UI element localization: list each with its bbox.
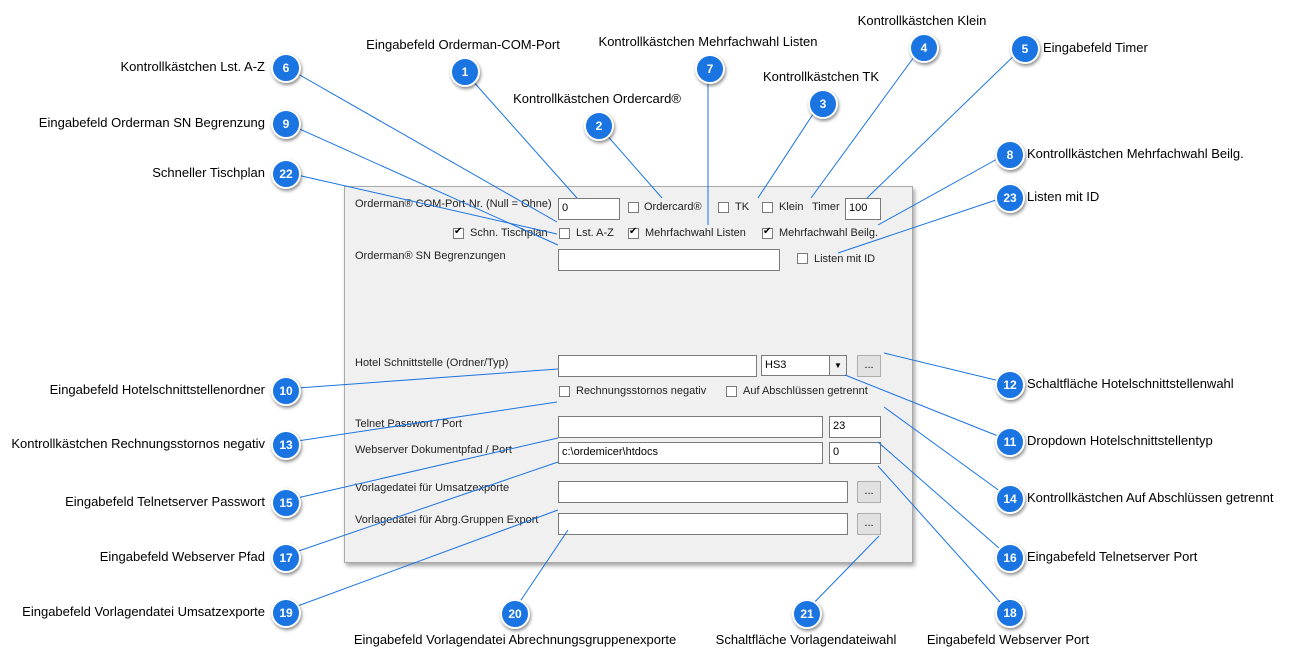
callout-badge-8: 8: [995, 140, 1025, 170]
klein-label: Klein: [779, 201, 804, 213]
abrg-label: Vorlagedatei für Abrg.Gruppen Export: [355, 514, 539, 526]
abrg-browse-button[interactable]: ...: [857, 513, 881, 535]
callout-caption-9: Eingabefeld Orderman SN Begrenzung: [38, 115, 265, 130]
settings-panel: Orderman® COM-Port-Nr. (Null = Ohne) 0 O…: [344, 186, 913, 563]
callout-caption-21: Schaltfläche Vorlagendateiwahl: [715, 632, 897, 647]
ordercard-label: Ordercard®: [644, 201, 702, 213]
klein-checkbox[interactable]: [762, 202, 773, 213]
callout-badge-10: 10: [271, 376, 301, 406]
webserver-path-input[interactable]: c:\ordemicer\htdocs: [558, 442, 823, 464]
callout-badge-23: 23: [995, 183, 1025, 213]
leader-line-1: [462, 69, 578, 199]
callout-badge-18: 18: [995, 598, 1025, 628]
callout-badge-1: 1: [450, 57, 480, 87]
schn-tischplan-label: Schn. Tischplan: [470, 227, 548, 239]
callout-badge-7: 7: [695, 54, 725, 84]
callout-badge-6: 6: [271, 53, 301, 83]
hotel-type-value: HS3: [765, 359, 787, 371]
callout-caption-20: Eingabefeld Vorlagendatei Abrechnungsgru…: [353, 632, 677, 647]
callout-caption-10: Eingabefeld Hotelschnittstellenordner: [49, 382, 265, 397]
mehrfachwahl-listen-label: Mehrfachwahl Listen: [645, 227, 746, 239]
timer-label: Timer: [812, 201, 840, 213]
com-port-label: Orderman® COM-Port-Nr. (Null = Ohne): [355, 198, 552, 210]
chevron-down-icon: ▼: [829, 356, 846, 375]
lst-az-checkbox[interactable]: [559, 228, 570, 239]
callout-badge-19: 19: [271, 598, 301, 628]
mehrfachwahl-listen-checkbox[interactable]: [628, 226, 639, 239]
umsatz-template-input[interactable]: [558, 481, 848, 503]
callout-caption-8: Kontrollkästchen Mehrfachwahl Beilg.: [1027, 146, 1244, 161]
callout-badge-15: 15: [271, 488, 301, 518]
callout-caption-11: Dropdown Hotelschnittstellentyp: [1027, 433, 1213, 448]
callout-badge-12: 12: [995, 370, 1025, 400]
callout-badge-9: 9: [271, 109, 301, 139]
webserver-label: Webserver Dokumentpfad / Port: [355, 444, 512, 456]
auf-abschluessen-label: Auf Abschlüssen getrennt: [743, 385, 868, 397]
webserver-port-input[interactable]: 0: [829, 442, 881, 464]
telnet-password-input[interactable]: [558, 416, 823, 438]
listen-mit-id-checkbox[interactable]: [797, 253, 808, 264]
callout-badge-2: 2: [584, 111, 614, 141]
callout-caption-5: Eingabefeld Timer: [1043, 40, 1148, 55]
callout-caption-22: Schneller Tischplan: [152, 165, 265, 180]
callout-caption-12: Schaltfläche Hotelschnittstellenwahl: [1027, 376, 1234, 391]
callout-caption-7: Kontrollkästchen Mehrfachwahl Listen: [598, 34, 818, 49]
callout-caption-4: Kontrollkästchen Klein: [857, 13, 987, 28]
callout-caption-6: Kontrollkästchen Lst. A-Z: [120, 59, 265, 74]
sn-begrenzungen-label: Orderman® SN Begrenzungen: [355, 250, 506, 262]
tk-checkbox[interactable]: [718, 202, 729, 213]
hotel-folder-input[interactable]: [558, 355, 757, 377]
sn-begrenzungen-input[interactable]: [558, 249, 780, 271]
schn-tischplan-checkbox[interactable]: [453, 226, 464, 239]
callout-badge-21: 21: [792, 599, 822, 629]
leader-line-3: [757, 101, 822, 199]
callout-caption-18: Eingabefeld Webserver Port: [926, 632, 1090, 647]
callout-caption-1: Eingabefeld Orderman-COM-Port: [366, 37, 560, 52]
telnet-label: Telnet Passwort / Port: [355, 418, 462, 430]
callout-caption-17: Eingabefeld Webserver Pfad: [99, 549, 265, 564]
mehrfachwahl-beilg-checkbox[interactable]: [762, 226, 773, 239]
auf-abschluessen-checkbox[interactable]: [726, 386, 737, 397]
tk-label: TK: [735, 201, 750, 213]
hotel-label: Hotel Schnittstelle (Ordner/Typ): [355, 357, 509, 369]
telnet-port-input[interactable]: 23: [829, 416, 881, 438]
callout-badge-14: 14: [995, 484, 1025, 514]
callout-caption-16: Eingabefeld Telnetserver Port: [1027, 549, 1198, 564]
rechnungsstornos-label: Rechnungsstornos negativ: [576, 385, 707, 397]
callout-badge-17: 17: [271, 543, 301, 573]
com-port-input[interactable]: 0: [558, 198, 620, 220]
timer-input[interactable]: 100: [845, 198, 881, 220]
umsatz-label: Vorlagedatei für Umsatzexporte: [355, 482, 510, 494]
callout-caption-3: Kontrollkästchen TK: [762, 69, 880, 84]
ordercard-checkbox[interactable]: [628, 202, 639, 213]
callout-caption-2: Kontrollkästchen Ordercard®: [513, 91, 681, 106]
mehrfachwahl-beilg-label: Mehrfachwahl Beilg.: [779, 227, 879, 239]
callout-caption-13: Kontrollkästchen Rechnungsstornos negati…: [11, 436, 265, 451]
callout-caption-23: Listen mit ID: [1027, 189, 1100, 204]
callout-badge-4: 4: [909, 33, 939, 63]
callout-badge-5: 5: [1010, 34, 1040, 64]
callout-caption-14: Kontrollkästchen Auf Abschlüssen getrenn…: [1027, 490, 1274, 505]
callout-badge-3: 3: [808, 89, 838, 119]
callout-badge-13: 13: [271, 430, 301, 460]
callout-badge-11: 11: [995, 427, 1025, 457]
callout-caption-19: Eingabefeld Vorlagendatei Umsatzexporte: [22, 604, 265, 619]
callout-badge-20: 20: [500, 599, 530, 629]
abrg-template-input[interactable]: [558, 513, 848, 535]
leader-line-5: [866, 46, 1024, 199]
hotel-type-dropdown[interactable]: HS3 ▼: [761, 355, 847, 376]
listen-mit-id-label: Listen mit ID: [814, 253, 876, 265]
rechnungsstornos-checkbox[interactable]: [559, 386, 570, 397]
hotel-browse-button[interactable]: ...: [857, 355, 881, 377]
callout-caption-15: Eingabefeld Telnetserver Passwort: [65, 494, 265, 509]
callout-badge-22: 22: [271, 159, 301, 189]
lst-az-label: Lst. A-Z: [576, 227, 614, 239]
callout-badge-16: 16: [995, 543, 1025, 573]
umsatz-browse-button[interactable]: ...: [857, 481, 881, 503]
